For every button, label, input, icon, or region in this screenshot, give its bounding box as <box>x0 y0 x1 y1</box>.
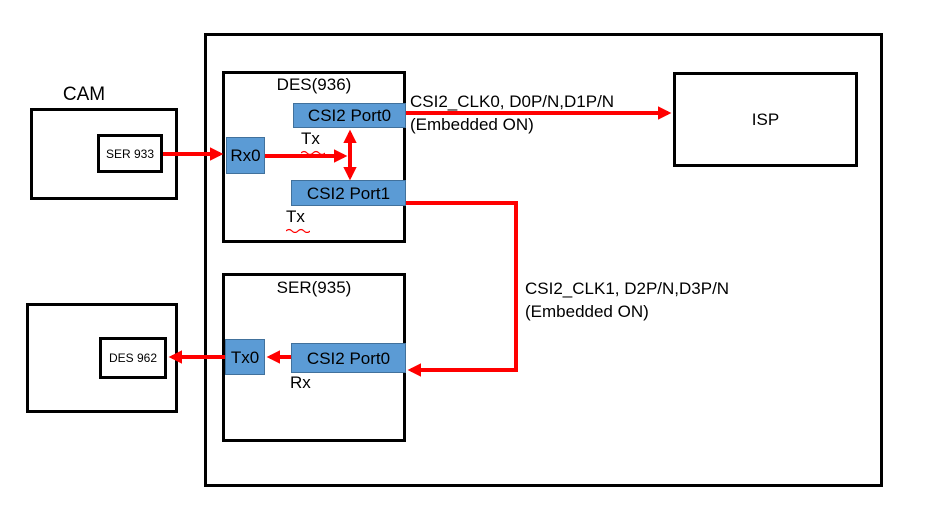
des936-csi2-port0-direction-label: Tx <box>301 129 320 148</box>
des936-csi2-port1: CSI2 Port1 <box>291 180 406 206</box>
csi2-clk0-link-label-line2: (Embedded ON) <box>410 115 534 134</box>
isp-label: ISP <box>751 109 780 129</box>
csi2-clk1-link-label-line1: CSI2_CLK1, D2P/N,D3P/N <box>525 279 730 298</box>
des936-title: DES(936) <box>276 75 352 94</box>
spellcheck-squiggle-icon <box>301 150 325 155</box>
ser933-chip-label: SER 933 <box>105 146 155 161</box>
csi2-clk1-link-label-line2: (Embedded ON) <box>525 302 649 321</box>
ser935-csi2-port0-direction-label: Rx <box>290 373 311 392</box>
des936-csi2-port1-direction-label: Tx <box>286 207 305 226</box>
isp-box: ISP <box>673 72 858 167</box>
des936-csi2-port0: CSI2 Port0 <box>293 103 406 128</box>
des936-box <box>222 71 406 243</box>
ser935-csi2-port0: CSI2 Port0 <box>291 343 406 373</box>
des962-chip-label: DES 962 <box>108 351 158 365</box>
des936-rx0-port: Rx0 <box>226 137 265 174</box>
des962-chip-box: DES 962 <box>99 337 167 379</box>
ser935-title: SER(935) <box>276 278 352 297</box>
cam-module-label: CAM <box>62 84 106 105</box>
csi2-clk0-link-label-line1: CSI2_CLK0, D0P/N,D1P/N <box>410 92 615 111</box>
ser935-tx0-port: Tx0 <box>225 339 265 375</box>
spellcheck-squiggle-icon <box>286 228 310 233</box>
ser933-chip-box: SER 933 <box>97 134 163 173</box>
host-system-box <box>204 33 883 487</box>
